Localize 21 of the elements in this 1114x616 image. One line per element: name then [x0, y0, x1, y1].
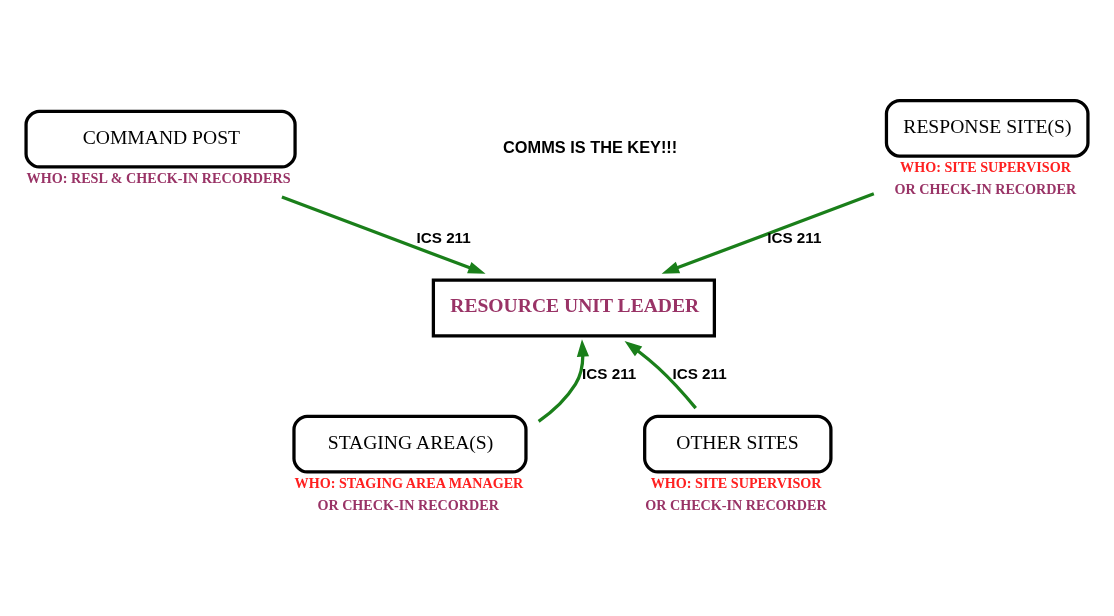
node-label: WHO: RESL & CHECK-IN RECORDERS: [26, 170, 291, 187]
node-label: WHO: STAGING AREA MANAGER: [294, 475, 524, 492]
edge-label: ICS 211: [582, 365, 637, 383]
arrow: [281, 195, 486, 274]
node-box: RESPONSE SITE(S): [884, 98, 1090, 158]
node-label: WHO: SITE SUPERVISOR: [650, 475, 822, 492]
edge-label: ICS 211: [767, 228, 822, 246]
node-box: OTHER SITES: [643, 414, 833, 474]
node-label: OR CHECK-IN RECORDER: [894, 181, 1077, 198]
label: COMMS IS THE KEY!!!: [503, 137, 678, 156]
arrow: [661, 192, 875, 274]
edge-label: ICS 211: [672, 365, 727, 383]
node-label: OR CHECK-IN RECORDER: [645, 496, 827, 513]
arrow: [537, 339, 590, 423]
node-box: STAGING AREA(S): [292, 414, 528, 474]
arrow: [624, 341, 697, 410]
node-label: OR CHECK-IN RECORDER: [317, 496, 499, 513]
node-box: RESOURCE UNIT LEADER: [431, 278, 716, 338]
node-label: WHO: SITE SUPERVISOR: [900, 159, 1071, 176]
edge-label: ICS 211: [416, 228, 471, 246]
node-box: COMMAND POST: [24, 109, 297, 169]
